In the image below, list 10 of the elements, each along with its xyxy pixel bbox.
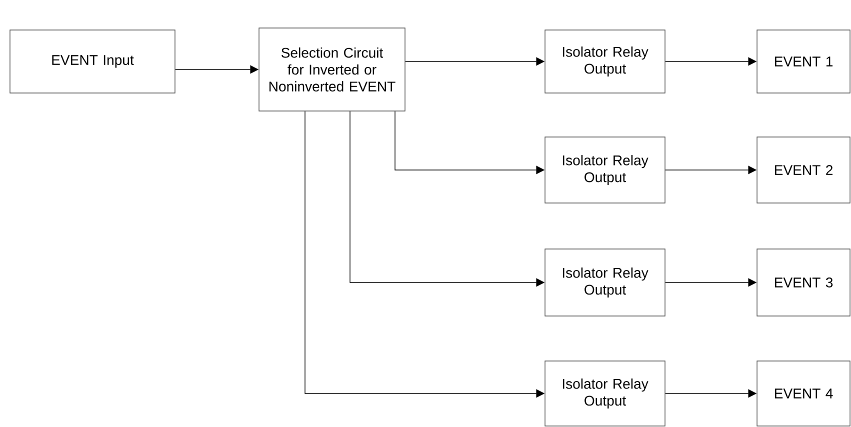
process-box: Isolator Relay Output — [544, 30, 666, 94]
process-box: Isolator Relay Output — [544, 136, 666, 204]
output-box: EVENT 1 — [756, 30, 850, 94]
process-box: Isolator Relay Output — [544, 248, 666, 316]
process-box: Selection Circuit for Inverted or Noninverted EVENT — [258, 28, 406, 112]
input-box: EVENT Input — [10, 30, 176, 94]
output-box: EVENT 2 — [756, 136, 850, 204]
process-box: Isolator Relay Output — [544, 360, 666, 426]
output-box: EVENT 3 — [756, 248, 850, 316]
output-box: EVENT 4 — [756, 360, 850, 426]
